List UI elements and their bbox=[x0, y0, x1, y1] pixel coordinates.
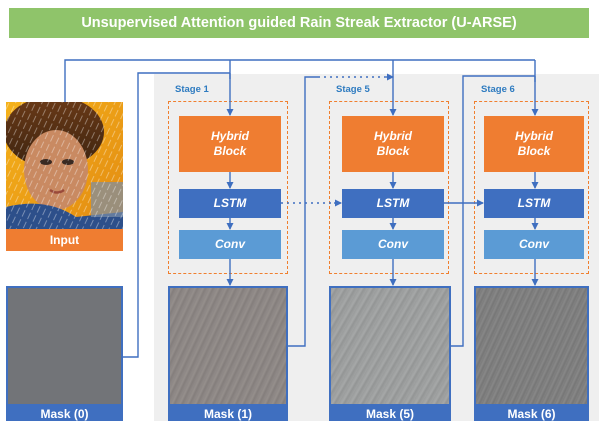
mask-0-image bbox=[6, 286, 123, 406]
mask-1-image bbox=[168, 286, 288, 406]
stage-5-conv-label: Conv bbox=[378, 237, 408, 251]
stage-1-label: Stage 1 bbox=[175, 84, 209, 95]
stage-5-hybrid-label: Hybrid Block bbox=[373, 129, 412, 158]
diagram-title: Unsupervised Attention guided Rain Strea… bbox=[81, 15, 517, 31]
mask0-feed-line bbox=[123, 72, 230, 358]
mask-0-label: Mask (0) bbox=[6, 406, 123, 421]
stage-5-hybrid-block: Hybrid Block bbox=[342, 116, 444, 172]
title-banner: Unsupervised Attention guided Rain Strea… bbox=[9, 8, 589, 38]
mask-5-label-text: Mask (5) bbox=[365, 406, 415, 421]
mask-1-label: Mask (1) bbox=[168, 406, 288, 421]
stage-5-label: Stage 5 bbox=[336, 84, 370, 95]
stage-6-hybrid-block: Hybrid Block bbox=[484, 116, 584, 172]
stage-6-lstm-label: LSTM bbox=[517, 196, 551, 210]
mask5-feed-line bbox=[451, 75, 535, 347]
stage-1-hybrid-label: Hybrid Block bbox=[210, 129, 249, 158]
stage-5-lstm-label: LSTM bbox=[376, 196, 410, 210]
stage-1-hybrid-block: Hybrid Block bbox=[179, 116, 281, 172]
mask-6-label-text: Mask (6) bbox=[507, 406, 556, 421]
mask-1-label-text: Mask (1) bbox=[203, 406, 253, 421]
input-label: Input bbox=[6, 229, 123, 251]
stage-1-conv-label: Conv bbox=[215, 237, 245, 251]
mask1-feed-line bbox=[288, 76, 318, 347]
mask-5-label: Mask (5) bbox=[329, 406, 451, 421]
input-rainy-photo bbox=[6, 102, 123, 229]
mask-0-label-text: Mask (0) bbox=[40, 406, 89, 421]
stage-1-lstm-block: LSTM bbox=[179, 189, 281, 218]
stage-6-hybrid-label: Hybrid Block bbox=[514, 129, 553, 158]
input-label-text: Input bbox=[49, 233, 80, 247]
stage-5-conv-block: Conv bbox=[342, 230, 444, 259]
stage-6-label: Stage 6 bbox=[481, 84, 515, 95]
stage-6-conv-label: Conv bbox=[519, 237, 549, 251]
mask-5-image bbox=[329, 286, 451, 406]
stage-1-conv-block: Conv bbox=[179, 230, 281, 259]
input-feed-line bbox=[64, 59, 535, 102]
stage-5-lstm-block: LSTM bbox=[342, 189, 444, 218]
input-photo-graphic bbox=[6, 102, 123, 229]
stage-6-lstm-block: LSTM bbox=[484, 189, 584, 218]
stage-1-lstm-label: LSTM bbox=[213, 196, 247, 210]
mask-6-label: Mask (6) bbox=[474, 406, 589, 421]
mask-6-image bbox=[474, 286, 589, 406]
stage-6-conv-block: Conv bbox=[484, 230, 584, 259]
